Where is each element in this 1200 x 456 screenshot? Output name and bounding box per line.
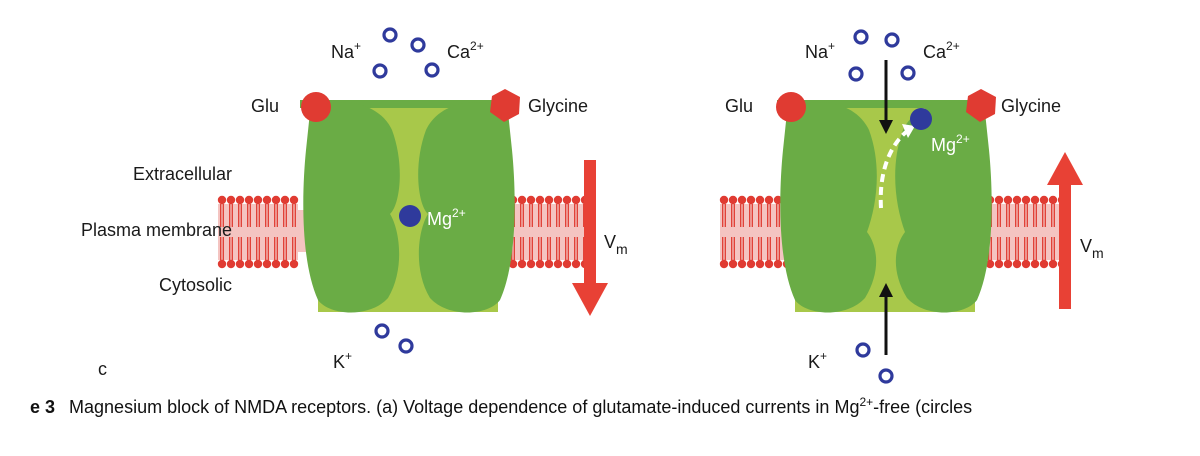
caption-text-b: -free (circles: [873, 397, 973, 417]
na-ion: [372, 63, 388, 79]
ca-ion: [410, 37, 426, 53]
panel-left: Na+ Ca2+ Glu Glycine Mg2+ K+ Vm Extracel…: [81, 27, 628, 379]
panel-right: Na+ Ca2+ Glu Glycine Mg2+ K+ Vm: [720, 29, 1104, 384]
vm-subscript: m: [1092, 245, 1104, 261]
vm-label: V: [604, 232, 616, 252]
ca-ion: [424, 62, 440, 78]
ca-ion: [900, 65, 916, 81]
na-label: Na: [805, 42, 829, 62]
glu-label: Glu: [725, 96, 753, 116]
k-ion: [878, 368, 894, 384]
figure-tag: e 3: [30, 397, 56, 417]
k-label: K: [808, 352, 820, 372]
ca-ion: [884, 32, 900, 48]
svg-text:Vm: Vm: [1080, 236, 1104, 261]
caption-text-a: Magnesium block of NMDA receptors. (a) V…: [69, 397, 860, 417]
glutamate-ligand: [776, 92, 806, 122]
glycine-label: Glycine: [528, 96, 588, 116]
ca-superscript: 2+: [470, 39, 484, 53]
na-label: Na: [331, 42, 355, 62]
ca-label: Ca: [447, 42, 471, 62]
cytosolic-label: Cytosolic: [159, 275, 232, 295]
svg-text:Mg2+: Mg2+: [427, 206, 466, 229]
influx-arrow-top: [879, 60, 893, 134]
panel-letter: c: [98, 359, 107, 379]
nmda-diagram: Na+ Ca2+ Glu Glycine Mg2+ K+ Vm Extracel…: [81, 27, 1104, 384]
k-superscript: +: [820, 349, 827, 363]
vm-subscript: m: [616, 241, 628, 257]
ca-superscript: 2+: [946, 39, 960, 53]
k-ion: [398, 338, 414, 354]
mg-label: Mg: [427, 209, 452, 229]
k-superscript: +: [345, 349, 352, 363]
caption-superscript: 2+: [859, 395, 874, 409]
svg-text:Na+: Na+: [805, 39, 835, 62]
glycine-ligand: [490, 89, 520, 122]
svg-text:Na+: Na+: [331, 39, 361, 62]
mg-ion-blocking: [399, 205, 421, 227]
svg-text:Mg2+: Mg2+: [931, 132, 970, 155]
nmda-receptor-blocked: [300, 100, 515, 313]
ca-label: Ca: [923, 42, 947, 62]
vm-label: V: [1080, 236, 1092, 256]
vm-arrow-up: [1047, 152, 1083, 309]
glutamate-ligand: [301, 92, 331, 122]
svg-text:Vm: Vm: [604, 232, 628, 257]
svg-text:K+: K+: [333, 349, 352, 372]
extracellular-label: Extracellular: [133, 164, 232, 184]
mg-label: Mg: [931, 135, 956, 155]
k-ion: [855, 342, 871, 358]
k-label: K: [333, 352, 345, 372]
nmda-receptor-open: [777, 100, 992, 313]
mg-expulsion-arrow: [878, 124, 915, 209]
k-ion: [374, 323, 390, 339]
mg-superscript: 2+: [452, 206, 466, 220]
svg-text:K+: K+: [808, 349, 827, 372]
glycine-ligand: [966, 89, 996, 122]
na-superscript: +: [828, 39, 835, 53]
mg-ion-released: [910, 108, 932, 130]
glycine-label: Glycine: [1001, 96, 1061, 116]
svg-text:Ca2+: Ca2+: [447, 39, 484, 62]
na-ion: [848, 66, 864, 82]
vm-arrow-down: [572, 160, 608, 316]
na-ion: [853, 29, 869, 45]
glu-label: Glu: [251, 96, 279, 116]
mg-superscript: 2+: [956, 132, 970, 146]
plasma-membrane-label: Plasma membrane: [81, 220, 232, 240]
influx-arrow-bottom: [879, 283, 893, 355]
na-superscript: +: [354, 39, 361, 53]
figure-caption: e 3 Magnesium block of NMDA receptors. (a…: [30, 395, 972, 418]
svg-text:Ca2+: Ca2+: [923, 39, 960, 62]
na-ion: [382, 27, 398, 43]
